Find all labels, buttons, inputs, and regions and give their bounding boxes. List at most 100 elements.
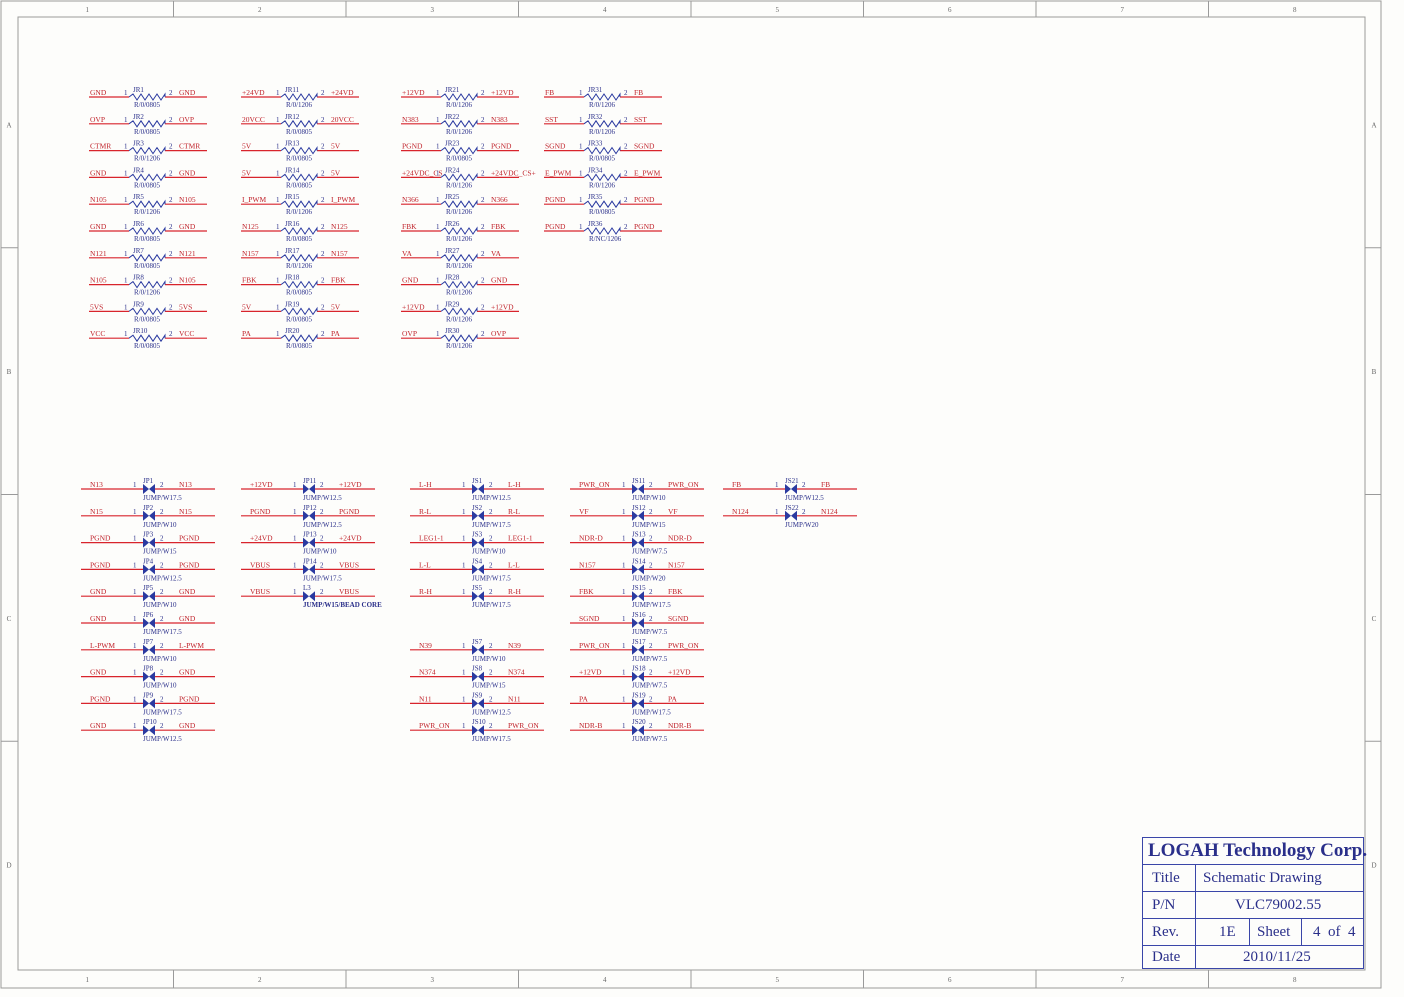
ref-designator: JP11 [303, 477, 317, 485]
net-label-right: N105 [179, 276, 196, 285]
jumper-symbol-left [143, 618, 149, 628]
net-label-left: PGND [250, 507, 271, 516]
pin-number: 2 [489, 722, 493, 730]
net-label-right: +24VD [331, 88, 354, 97]
pin-number: 1 [133, 508, 137, 516]
ref-designator: JR17 [285, 247, 300, 255]
resistor-symbol [280, 92, 318, 101]
jumper-symbol-right [478, 725, 484, 736]
net-label-left: SGND [545, 142, 566, 151]
pin-number: 1 [579, 223, 583, 231]
net-label-right: N121 [179, 249, 196, 258]
ref-designator: JR28 [445, 274, 460, 282]
ref-designator: JP6 [143, 611, 154, 619]
component-value: R/0/1206 [286, 101, 313, 109]
pin-number: 2 [481, 330, 485, 338]
ref-designator: JS22 [785, 504, 799, 512]
net-label-left: PA [579, 694, 588, 703]
net-label-right: PGND [179, 534, 200, 543]
pin-number: 1 [622, 642, 626, 650]
resistor-symbol [280, 306, 318, 316]
ref-designator: JR19 [285, 300, 300, 308]
pin-number: 2 [160, 642, 164, 650]
pin-number: 1 [775, 508, 779, 516]
component-value: JUMP/W10 [303, 548, 337, 556]
ref-designator: JR31 [588, 86, 603, 94]
ref-designator: JR6 [133, 220, 144, 228]
net-label-left: PA [242, 329, 251, 338]
jumper-symbol-left [632, 644, 638, 655]
component-value: JUMP/W17.5 [472, 601, 511, 609]
ref-designator: JP14 [303, 557, 317, 565]
net-label-left: L-PWM [90, 641, 115, 650]
pin-number: 1 [436, 250, 440, 258]
net-label-right: SGND [668, 614, 689, 623]
component-value: JUMP/W12.5 [472, 494, 511, 502]
pin-number: 2 [169, 223, 173, 231]
pin-number: 2 [489, 561, 493, 569]
net-label-left: N15 [90, 507, 103, 516]
net-label-right: LEG1-1 [508, 534, 533, 543]
zone-number-top: 2 [258, 6, 262, 14]
pin-number: 1 [133, 481, 137, 489]
component-value: JUMP/W17.5 [143, 628, 182, 636]
resistor-symbol [440, 279, 478, 289]
pin-number: 2 [489, 695, 493, 703]
jumper-symbol-right [478, 484, 484, 494]
pin-number: 2 [321, 89, 325, 97]
jumper-symbol-left [472, 644, 478, 655]
zone-number-top: 7 [1121, 6, 1125, 14]
net-label-left: VBUS [250, 587, 270, 596]
resistor-symbol [128, 92, 166, 101]
jumper-symbol-right [149, 671, 155, 682]
jumper-symbol-left [632, 725, 638, 736]
pin-number: 1 [775, 481, 779, 489]
component-value: R/0/0805 [134, 181, 161, 189]
component-value: JUMP/W12.5 [143, 735, 182, 743]
net-label-left: CTMR [90, 142, 111, 151]
net-label-right: NDR-B [668, 721, 691, 730]
net-label-right: PGND [491, 142, 512, 151]
net-label-left: PWR_ON [579, 641, 610, 650]
resistor-symbol [128, 199, 166, 209]
component-value: JUMP/W10 [143, 601, 177, 609]
resistor-symbol [440, 253, 478, 262]
resistor-symbol [280, 172, 318, 182]
jumper-symbol-right [149, 725, 155, 736]
ref-designator: JS20 [632, 718, 646, 726]
ref-designator: JR27 [445, 247, 460, 255]
net-label-left: GND [90, 222, 107, 231]
net-label-left: GND [402, 276, 419, 285]
component-value: R/0/0805 [134, 342, 161, 350]
pin-number: 1 [622, 722, 626, 730]
resistor-symbol [280, 279, 318, 289]
jumper-symbol-left [472, 564, 478, 575]
resistor-symbol [128, 279, 166, 289]
pin-number: 2 [320, 561, 324, 569]
net-label-left: VF [579, 507, 589, 516]
net-label-left: GND [90, 168, 107, 177]
net-label-right: +12VD [491, 302, 514, 311]
ref-designator: JP12 [303, 504, 317, 512]
net-label-left: GND [90, 721, 107, 730]
net-label-left: N374 [419, 668, 436, 677]
component-value: JUMP/W17.5 [472, 735, 511, 743]
component-value: JUMP/W17.5 [472, 521, 511, 529]
net-label-right: +12VD [491, 88, 514, 97]
component-value: R/0/1206 [446, 315, 473, 323]
